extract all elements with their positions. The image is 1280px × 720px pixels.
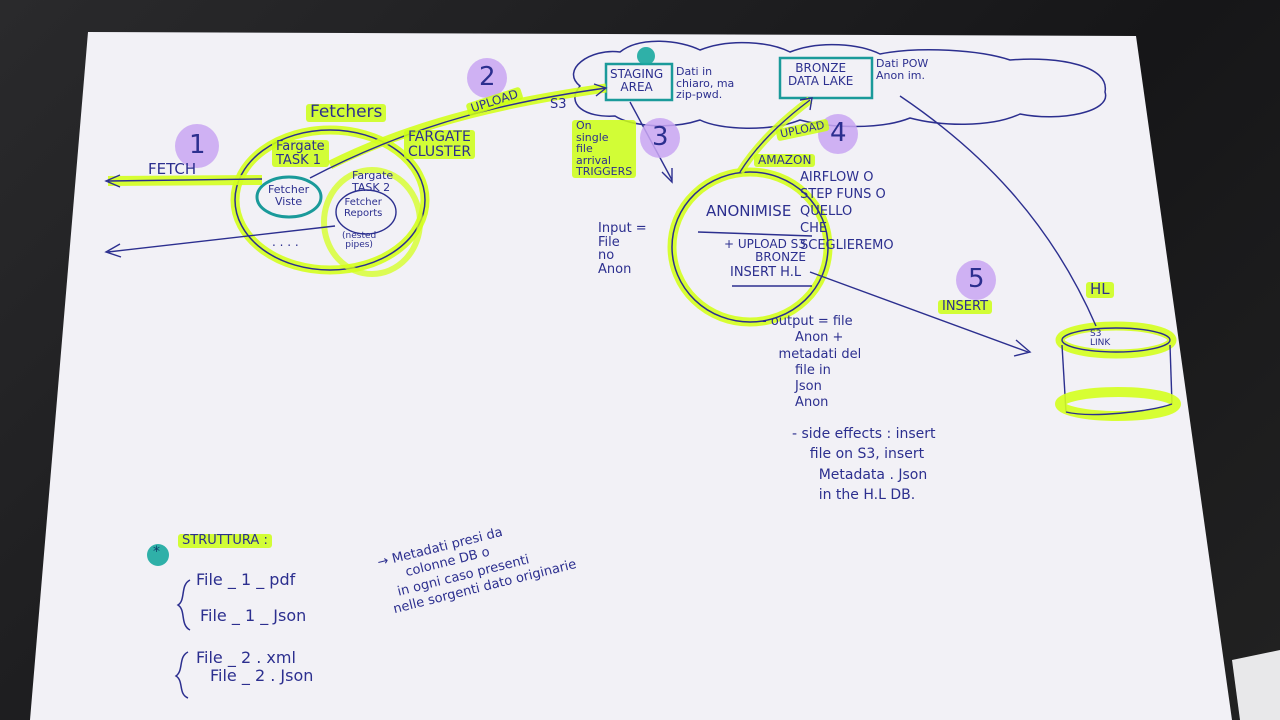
step-circle-1 bbox=[175, 124, 219, 168]
bracket-group-1 bbox=[176, 579, 191, 631]
staging-area-box bbox=[604, 62, 674, 102]
hl-title: HL bbox=[1086, 281, 1114, 298]
anonimise-label: ANONIMISE bbox=[706, 202, 792, 220]
step-circle-3 bbox=[640, 118, 680, 158]
fargate-cluster-ink bbox=[234, 129, 426, 271]
task2-ring bbox=[321, 167, 423, 277]
step-circle-2 bbox=[467, 58, 507, 98]
dots-label: . . . . bbox=[272, 235, 299, 249]
staging-area-label: STAGING AREA bbox=[610, 67, 664, 94]
step-number-5: 5 bbox=[968, 264, 985, 294]
file-1-json: File _ 1 _ Json bbox=[200, 606, 307, 625]
staging-star-circle bbox=[637, 47, 655, 65]
fetch-label: FETCH bbox=[148, 160, 197, 178]
upload-bronze-arrow bbox=[739, 99, 811, 173]
anonimise-ink bbox=[671, 171, 829, 323]
nested-pipes-label: (nested pipes) bbox=[342, 231, 377, 251]
s3-label: S3 bbox=[550, 97, 567, 112]
airflow-label: AIRFLOW O STEP FUNS O QUELLO CHE SCEGLIE… bbox=[800, 170, 894, 253]
file-2-xml: File _ 2 . xml bbox=[196, 648, 296, 667]
step-number-1: 1 bbox=[189, 130, 206, 160]
fetcher-viste-label: Fetcher Viste bbox=[268, 183, 310, 208]
hl-cylinder-top bbox=[1055, 321, 1177, 359]
amazon-label: AMAZON bbox=[754, 154, 816, 167]
bronze-hl-link bbox=[899, 95, 1097, 327]
step-circle-5 bbox=[956, 260, 996, 300]
struttura-marker: * bbox=[153, 544, 160, 560]
fargate-cluster-label: FARGATE CLUSTER bbox=[404, 130, 476, 160]
on-single-file-label: On single file arrival TRIGGERS bbox=[572, 120, 637, 178]
output-notes: - output = file Anon + metadati del file… bbox=[762, 314, 862, 411]
side-effects-notes: - side effects : insert file on S3, inse… bbox=[792, 426, 936, 503]
insert-arrow bbox=[809, 271, 1029, 353]
fetcher-reports-ring bbox=[335, 189, 397, 235]
fetchers-label: Fetchers bbox=[306, 103, 387, 122]
fetch-arrow-lower bbox=[107, 225, 336, 253]
cloud-outline bbox=[572, 40, 1107, 129]
bronze-note: Dati POW Anon im. bbox=[876, 57, 929, 82]
fetcher-viste-ring bbox=[255, 175, 323, 219]
bronze-data-lake-label: BRONZE DATA LAKE bbox=[788, 61, 854, 88]
paper-sheet bbox=[30, 32, 1232, 720]
staging-note: Dati in chiaro, ma zip-pwd. bbox=[676, 65, 735, 102]
step-number-3: 3 bbox=[652, 122, 669, 152]
paper-corner bbox=[1232, 650, 1280, 720]
bracket-group-2 bbox=[174, 651, 189, 699]
insert-5-label: INSERT bbox=[938, 300, 993, 314]
hl-cylinder-top-ink bbox=[1061, 327, 1171, 353]
file-2-json: File _ 2 . Json bbox=[210, 666, 314, 685]
fetch-arrow bbox=[107, 178, 263, 182]
fargate-task1-label: Fargate TASK 1 bbox=[272, 140, 329, 168]
bronze-box bbox=[778, 56, 874, 100]
file-1-pdf: File _ 1 _ pdf bbox=[196, 570, 296, 589]
input-label: Input = File no Anon bbox=[598, 221, 647, 277]
insert-hl-label: INSERT H.L bbox=[730, 265, 802, 280]
struttura-star-circle bbox=[147, 544, 169, 566]
upload-s3-bronze-label: + UPLOAD S3 BRONZE bbox=[724, 237, 806, 264]
hl-cylinder-bottom bbox=[1055, 387, 1181, 421]
struttura-label: STRUTTURA : bbox=[178, 534, 272, 548]
fetcher-reports-label: Fetcher Reports bbox=[344, 197, 383, 219]
step-number-2: 2 bbox=[479, 62, 496, 92]
fargate-task2-label: Fargate TASK 2 bbox=[352, 169, 394, 194]
upload-arrow bbox=[309, 87, 607, 179]
step-number-4: 4 bbox=[830, 118, 847, 148]
anonimise-divider bbox=[697, 231, 813, 237]
s3-link-label: S3 LINK bbox=[1090, 329, 1111, 349]
